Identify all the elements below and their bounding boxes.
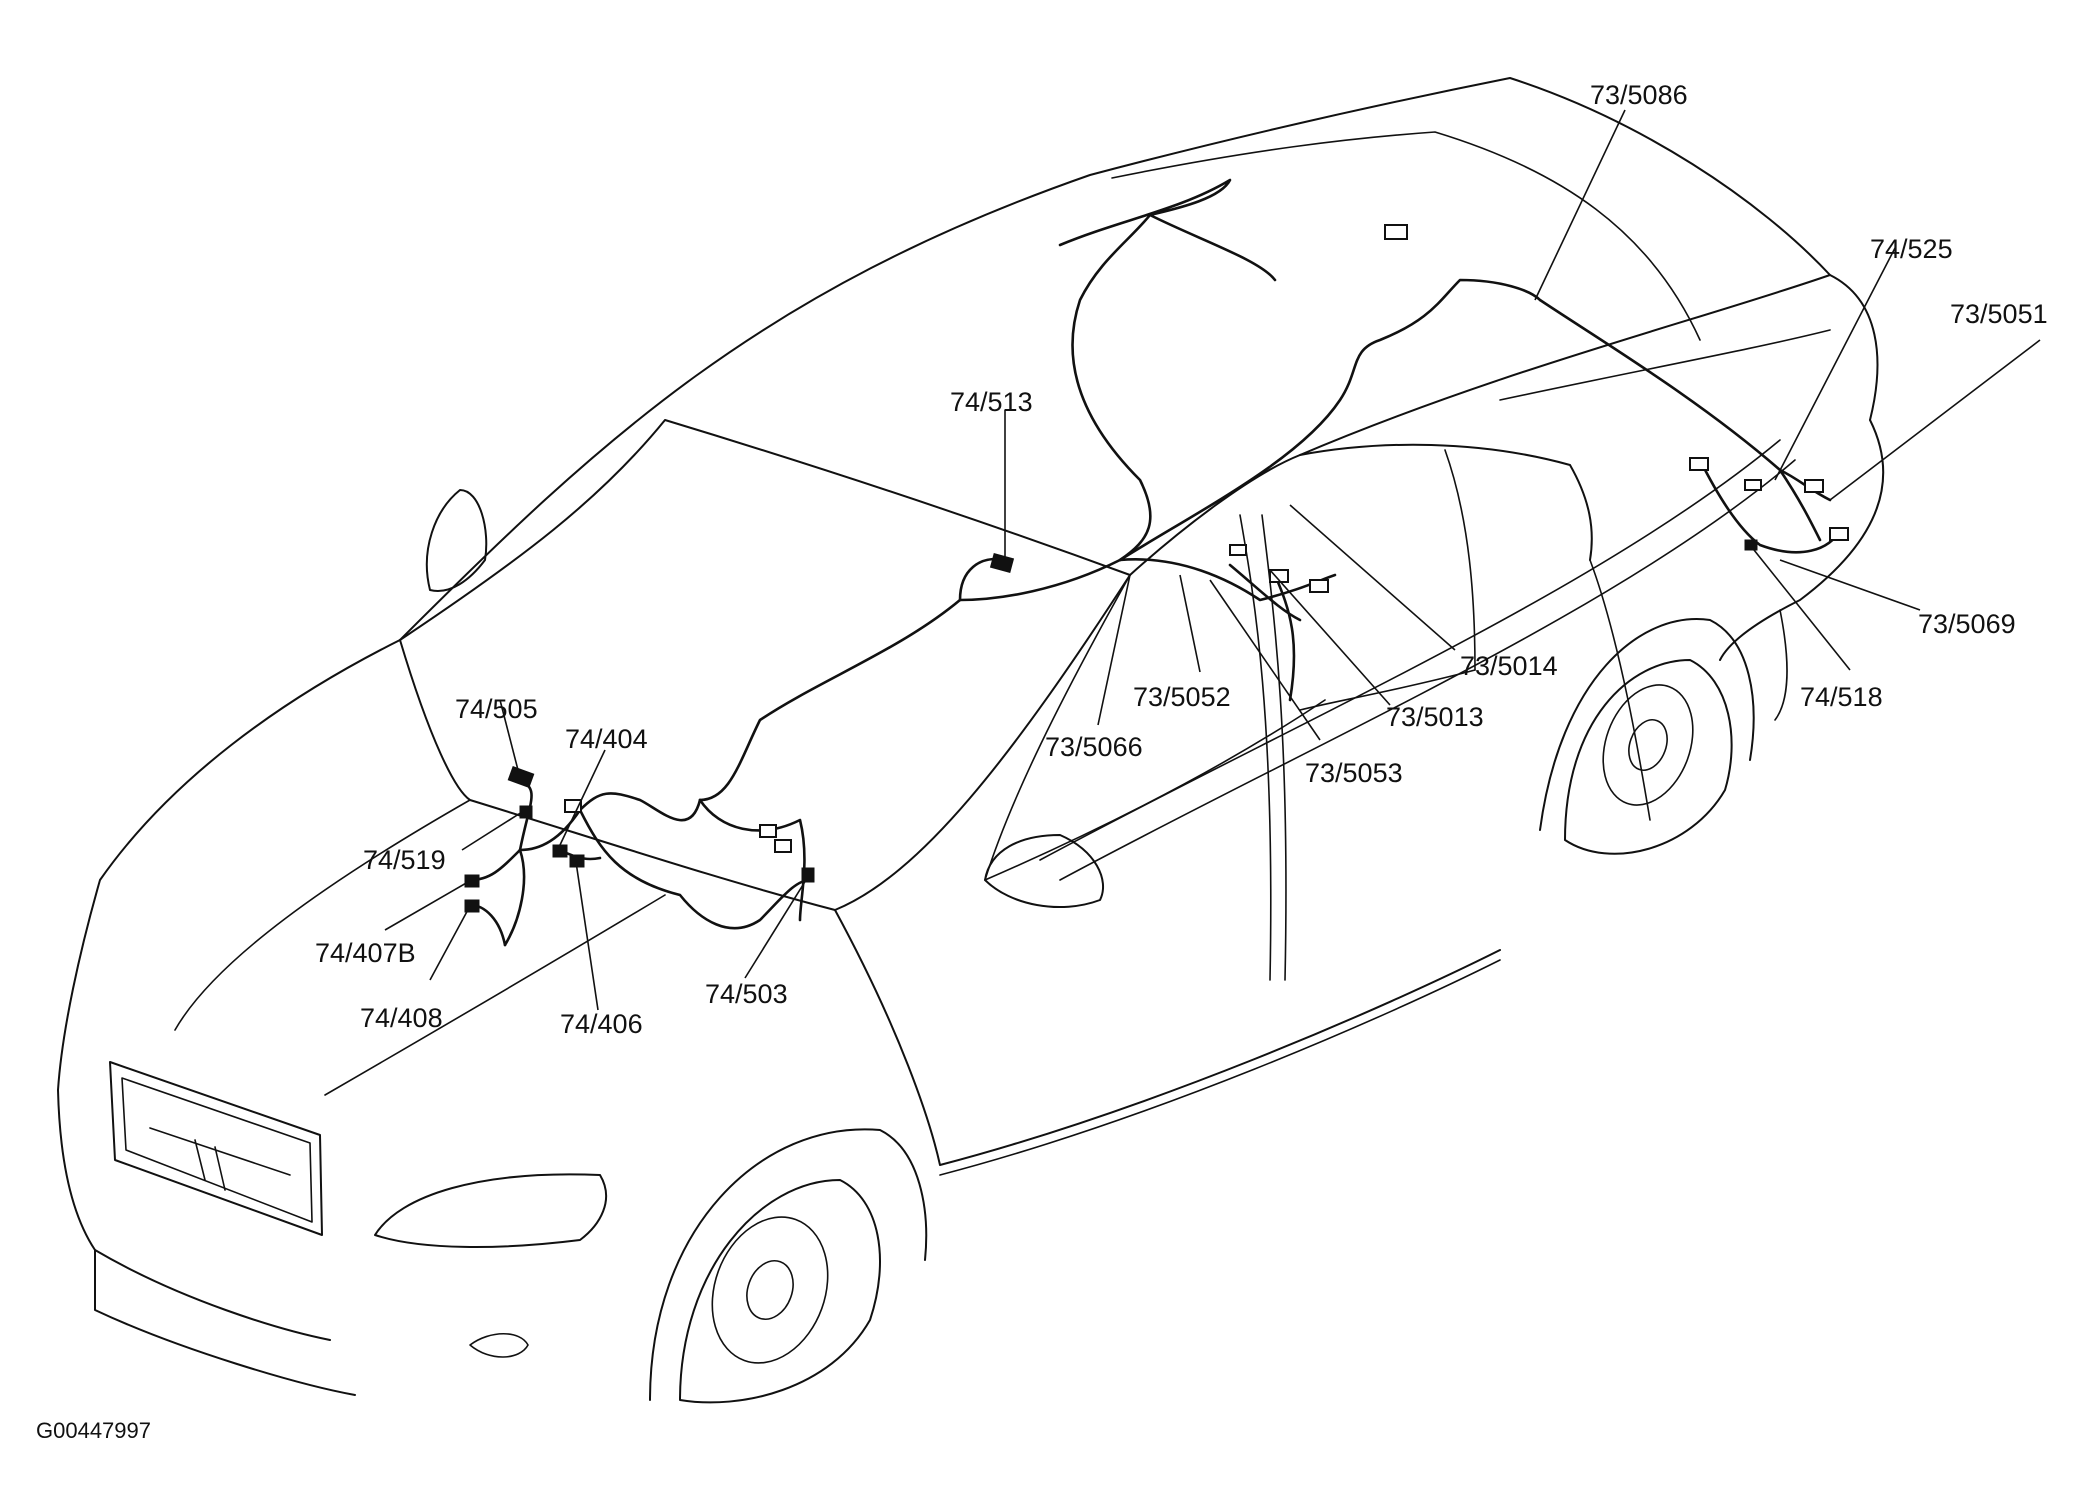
connector-74-503 (801, 867, 815, 883)
callout-74-505: 74/505 (455, 694, 538, 724)
connector-74-519 (519, 805, 533, 819)
callout-73-5052: 73/5052 (1133, 682, 1231, 712)
car-body-outline (57, 77, 1885, 1404)
callout-73-5013: 73/5013 (1386, 702, 1484, 732)
connector-74-505 (507, 766, 535, 788)
connector-74-404 (552, 844, 568, 858)
callout-73-5066: 73/5066 (1045, 732, 1143, 762)
connector-74-513 (989, 553, 1015, 573)
connector-73-5086 (1384, 224, 1408, 240)
connector-73-5013 (1309, 579, 1329, 593)
connectors (464, 224, 1849, 913)
callout-73-5014: 73/5014 (1460, 651, 1558, 681)
connector-73-5052 (1269, 569, 1289, 583)
callout-74-525: 74/525 (1870, 234, 1953, 264)
wiring-harness (468, 178, 1842, 947)
callout-74-513: 74/513 (950, 387, 1033, 417)
callout-73-5053: 73/5053 (1305, 758, 1403, 788)
figure-id: G00447997 (36, 1418, 151, 1443)
connector-73-5069 (1829, 527, 1849, 541)
callout-73-5051: 73/5051 (1950, 299, 2048, 329)
callout-74-406: 74/406 (560, 1009, 643, 1039)
callout-labels: 73/5086 74/525 73/5051 74/513 73/5069 74… (315, 80, 2048, 1039)
callout-73-5086: 73/5086 (1590, 80, 1688, 110)
callout-74-404: 74/404 (565, 724, 648, 754)
leader-lines (384, 109, 2041, 1011)
callout-74-503: 74/503 (705, 979, 788, 1009)
callout-74-408: 74/408 (360, 1003, 443, 1033)
callout-74-518: 74/518 (1800, 682, 1883, 712)
connector-74-407B (464, 874, 480, 888)
connector-74-525 (1689, 457, 1709, 471)
callout-74-407B: 74/407B (315, 938, 416, 968)
connector-73-5051 (1804, 479, 1824, 493)
callout-73-5069: 73/5069 (1918, 609, 2016, 639)
callout-74-519: 74/519 (363, 845, 446, 875)
